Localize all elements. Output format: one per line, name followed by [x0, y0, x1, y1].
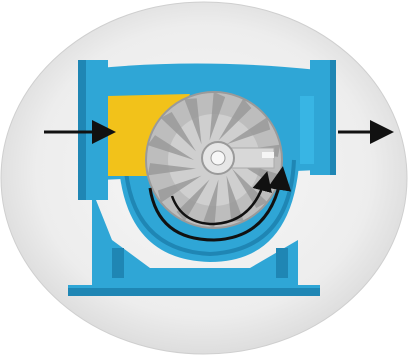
circulation-arrow-outer [148, 166, 292, 242]
impeller-blade [226, 117, 271, 145]
impeller-blade [157, 175, 202, 203]
impeller-blade [147, 163, 196, 176]
pump-base [68, 190, 320, 296]
drive-shaft [201, 141, 275, 175]
circulation-arrow-inner [170, 171, 272, 226]
impeller-blade [184, 98, 202, 145]
impeller-blade [160, 111, 196, 152]
impeller-blade [226, 175, 244, 222]
impeller-blade [218, 98, 252, 141]
impeller-blade [202, 179, 219, 228]
impeller-blade [209, 92, 226, 141]
impeller-blade [176, 179, 210, 222]
impeller-blade [147, 135, 194, 160]
